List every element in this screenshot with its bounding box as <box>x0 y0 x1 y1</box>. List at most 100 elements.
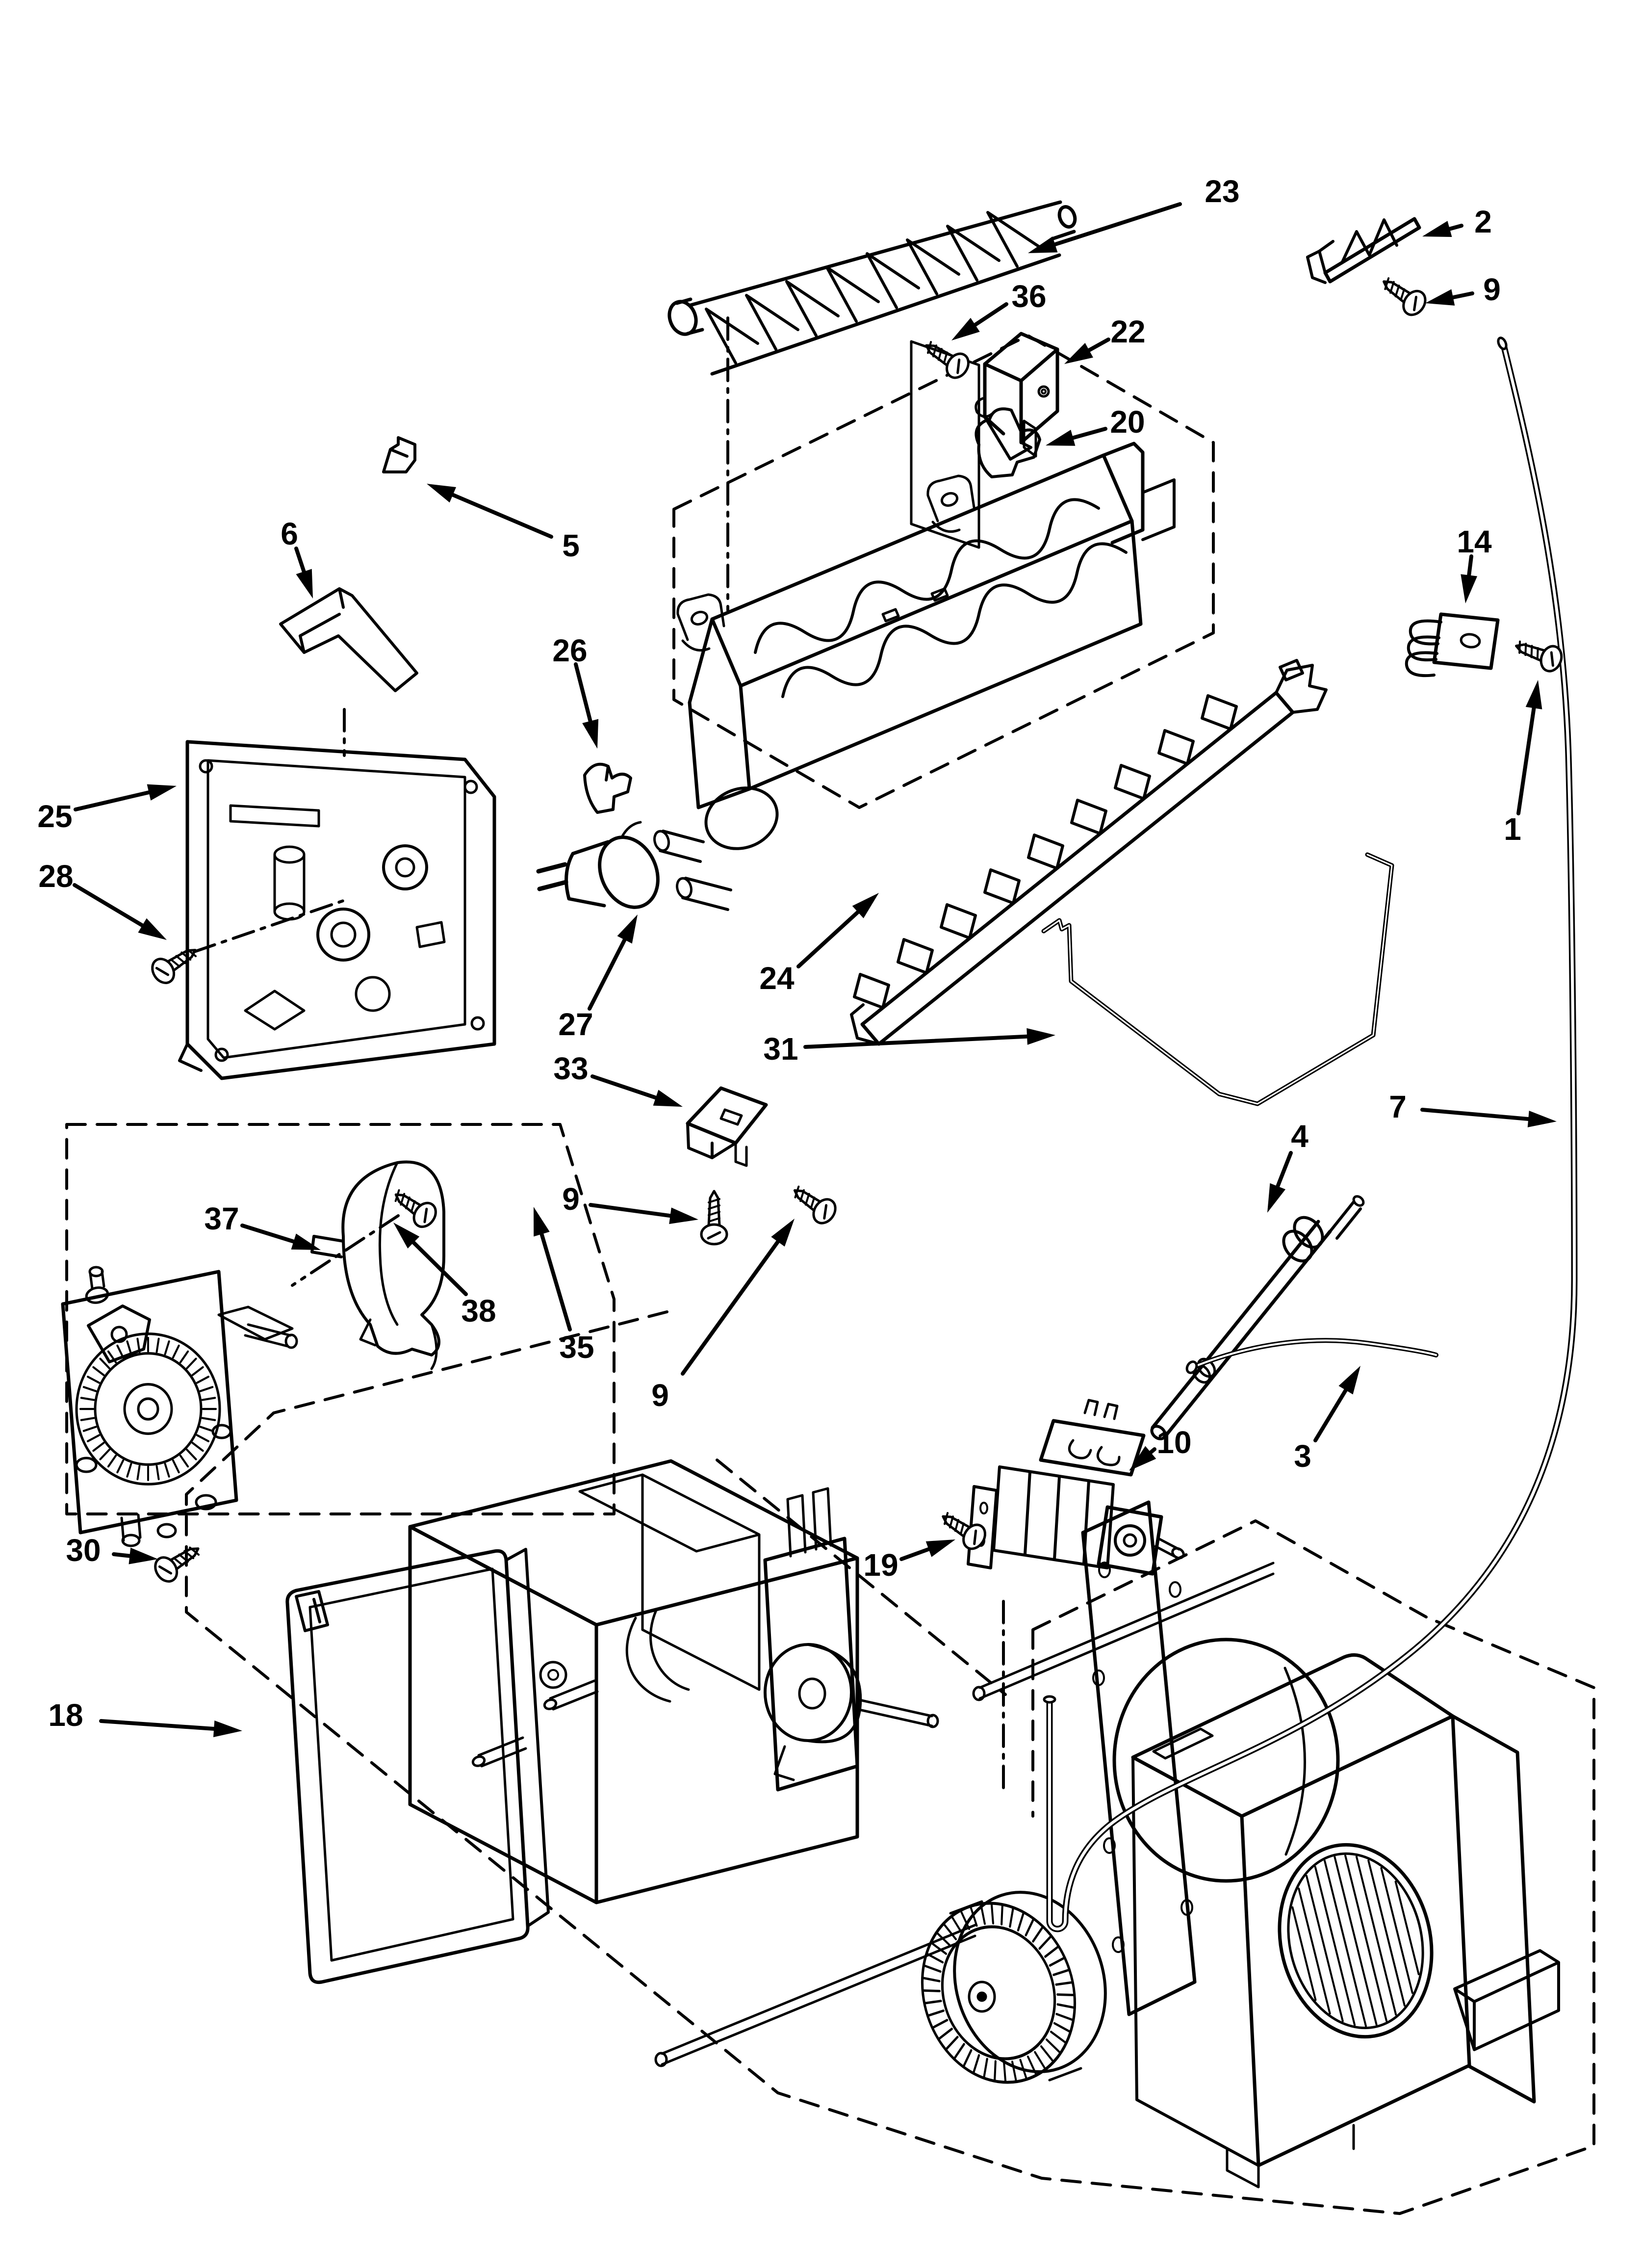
callout-1-arrow <box>1516 693 1538 815</box>
callout-9a-arrowhead <box>1425 289 1455 306</box>
callout-28-label: 28 <box>38 859 73 894</box>
callout-35-arrowhead <box>534 1207 550 1237</box>
callout-36-label: 36 <box>1011 279 1046 314</box>
callout-30-label: 30 <box>66 1533 101 1568</box>
callout-31-arrow <box>803 1034 1042 1049</box>
part-cube-deflector-22 <box>975 332 1059 461</box>
screw-9-vertical <box>700 1190 728 1246</box>
callout-25-label: 25 <box>37 799 72 834</box>
callout-20: 20 <box>1046 404 1145 446</box>
callout-9b-arrowhead <box>669 1207 698 1225</box>
callout-5-arrow <box>439 488 553 539</box>
callout-23-label: 23 <box>1205 174 1239 209</box>
callout-37: 37 <box>204 1201 321 1250</box>
callout-18-arrow <box>99 1719 229 1732</box>
callout-3-label: 3 <box>1294 1438 1311 1474</box>
screw-19 <box>942 1512 986 1550</box>
callout-5-label: 5 <box>562 528 580 563</box>
part-air-duct-housing <box>1131 1653 1560 2189</box>
callout-36-arrowhead <box>951 317 980 340</box>
part-ejector-auger-23 <box>667 200 1077 376</box>
callout-37-arrowhead <box>291 1233 321 1250</box>
callout-22: 22 <box>1064 314 1146 364</box>
callout-24-arrow <box>796 901 870 968</box>
callout-28-arrow <box>73 883 155 934</box>
callout-20-arrowhead <box>1046 430 1076 446</box>
callout-10-arrowhead <box>1129 1446 1156 1471</box>
callout-6-label: 6 <box>281 516 298 551</box>
callout-33-arrowhead <box>653 1090 683 1107</box>
callout-14-label: 14 <box>1457 524 1492 559</box>
callout-1-arrowhead <box>1525 680 1542 709</box>
callout-18: 18 <box>48 1697 242 1737</box>
callout-1: 1 <box>1504 680 1542 847</box>
callout-18-label: 18 <box>48 1697 83 1733</box>
callout-5-arrowhead <box>427 484 457 503</box>
dashed-module-area-boundary <box>65 1123 616 1515</box>
callout-24-arrowhead <box>852 893 879 918</box>
callout-26-label: 26 <box>552 633 587 668</box>
callout-9b: 9 <box>562 1181 698 1225</box>
callout-3-arrowhead <box>1338 1366 1360 1395</box>
callout-6: 6 <box>281 516 313 599</box>
callout-5: 5 <box>427 484 580 563</box>
callout-2: 2 <box>1422 204 1492 239</box>
callout-31: 31 <box>763 1028 1055 1067</box>
part-water-fill-tube <box>1043 337 1578 1932</box>
callout-22-label: 22 <box>1110 314 1145 349</box>
callout-19-label: 19 <box>863 1547 898 1583</box>
dashed-screw-28-axis <box>193 899 345 953</box>
callout-14: 14 <box>1457 524 1492 603</box>
callout-9b-arrow <box>589 1203 685 1220</box>
callout-6-arrowhead <box>296 569 313 599</box>
callout-7-label: 7 <box>1389 1089 1407 1124</box>
callout-30-arrowhead <box>128 1547 158 1564</box>
callout-4-label: 4 <box>1291 1119 1308 1154</box>
part-ice-stripper-24 <box>850 659 1328 1046</box>
callout-27-arrowhead <box>617 914 638 944</box>
part-ice-mold-20 <box>653 340 1176 911</box>
part-gear-plate-assembly <box>61 1266 298 1547</box>
screw-1 <box>1515 640 1563 673</box>
callout-33-arrow <box>590 1074 670 1104</box>
callout-28: 28 <box>38 859 167 940</box>
callout-7-arrow <box>1420 1108 1543 1122</box>
callout-33-label: 33 <box>553 1051 588 1086</box>
part-wire-shutoff-arm <box>1041 852 1394 1106</box>
callout-24-label: 24 <box>759 961 795 996</box>
callout-23-arrowhead <box>1028 236 1058 253</box>
callout-38-label: 38 <box>461 1293 496 1329</box>
diagram-root: 2329362220562614125272833312437389935301… <box>37 174 1595 2215</box>
callout-28-arrowhead <box>138 918 167 940</box>
callout-18-arrowhead <box>213 1721 242 1737</box>
callout-14-arrowhead <box>1461 574 1478 603</box>
callout-37-label: 37 <box>204 1201 239 1236</box>
callout-23: 23 <box>1028 174 1240 253</box>
callout-31-arrowhead <box>1026 1028 1055 1045</box>
callout-38: 38 <box>393 1223 496 1329</box>
callout-9c-arrowhead <box>771 1219 795 1247</box>
part-grille-louvers <box>1291 1854 1420 2027</box>
part-thermo-plug-27 <box>536 821 660 909</box>
part-leaf-spring-6 <box>279 587 418 692</box>
callout-35: 35 <box>534 1207 594 1365</box>
screw-38 <box>394 1189 437 1228</box>
part-fan-motor <box>763 1487 939 1792</box>
part-timing-gear <box>75 1332 221 1486</box>
callout-9c-arrow <box>681 1229 788 1376</box>
callout-36: 36 <box>951 279 1047 340</box>
callout-27-label: 27 <box>558 1007 593 1042</box>
callout-7-arrowhead <box>1527 1111 1557 1127</box>
part-shelf-bracket-2 <box>1306 217 1421 284</box>
dashed-valve-to-housing-guide <box>716 1459 1007 1696</box>
callout-35-arrow <box>536 1220 572 1331</box>
callout-27-arrow <box>588 926 633 1011</box>
callout-9c: 9 <box>651 1219 795 1413</box>
part-control-module-25 <box>178 740 496 1080</box>
part-clip-5 <box>382 436 416 473</box>
callout-19: 19 <box>863 1539 955 1583</box>
callout-23-arrow <box>1041 202 1182 251</box>
screw-36 <box>925 341 970 379</box>
part-clip-26 <box>583 762 632 814</box>
